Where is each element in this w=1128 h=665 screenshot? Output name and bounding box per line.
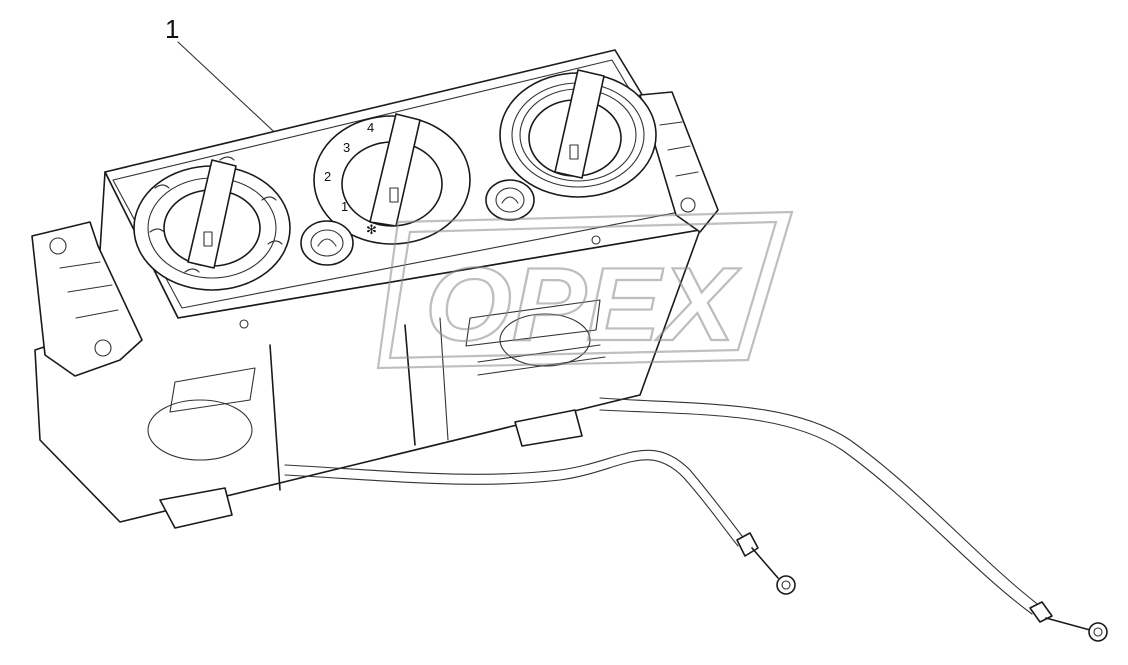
watermark-frame-inner bbox=[388, 220, 778, 360]
ac-button-inner bbox=[495, 187, 525, 213]
temp-dial-handle bbox=[554, 69, 605, 179]
fan-icon: ✻ bbox=[366, 222, 377, 237]
cable-1-ferrule bbox=[736, 532, 759, 557]
cable-2-upper bbox=[599, 397, 1041, 607]
left-flange-hole-lower bbox=[94, 339, 112, 357]
recirculation-button-inner bbox=[310, 229, 344, 257]
recirculation-button bbox=[300, 220, 354, 266]
cable-2-end-fitting bbox=[1088, 622, 1108, 642]
fan-speed-label-4: 4 bbox=[367, 120, 374, 135]
callout-1: 1 bbox=[165, 14, 286, 143]
lower-foot-left bbox=[159, 487, 233, 529]
cable-2-end-fitting-inner bbox=[1093, 627, 1103, 637]
fan-speed-label-3: 3 bbox=[343, 140, 350, 155]
mode-dial-indicator bbox=[203, 231, 213, 247]
front-divider-3 bbox=[439, 317, 449, 441]
callout-number: 1 bbox=[165, 14, 179, 44]
cable-1-lower bbox=[284, 459, 739, 547]
watermark-text: OPEX bbox=[425, 247, 741, 363]
lower-foot-right bbox=[514, 409, 583, 447]
fan-speed-label-2: 2 bbox=[324, 169, 331, 184]
cable-1-wire bbox=[751, 547, 779, 579]
recirculation-icon bbox=[317, 238, 337, 247]
cable-2-ferrule bbox=[1029, 601, 1053, 623]
housing-front-face bbox=[34, 171, 701, 523]
ac-button bbox=[485, 179, 535, 221]
front-recess-right bbox=[465, 299, 601, 347]
cable-1-end-fitting-inner bbox=[781, 580, 791, 590]
mode-dial-handle bbox=[187, 159, 237, 269]
front-divider-2 bbox=[404, 324, 416, 446]
front-divider-1 bbox=[269, 344, 281, 491]
right-flange-hole bbox=[680, 197, 696, 213]
ac-icon bbox=[501, 196, 519, 204]
fan-dial-handle bbox=[369, 113, 421, 227]
airflow-mode-icons bbox=[149, 156, 283, 273]
mode-selector-dial bbox=[133, 156, 291, 291]
fan-speed-label-1: 1 bbox=[341, 199, 348, 214]
temp-dial-indicator bbox=[569, 144, 579, 160]
watermark-frame-outer bbox=[376, 210, 794, 370]
cable-2-wire bbox=[1045, 617, 1091, 631]
underside-knob-left bbox=[147, 399, 253, 461]
left-mounting-flange bbox=[31, 221, 143, 377]
screw-right bbox=[591, 235, 601, 245]
right-flange-ribs bbox=[659, 121, 699, 177]
leader-line bbox=[177, 41, 286, 143]
cable-1-upper bbox=[284, 449, 746, 541]
flange-ribs bbox=[59, 261, 119, 319]
fan-dial-indicator bbox=[389, 187, 399, 203]
cable-1-end-fitting bbox=[776, 575, 796, 595]
temperature-dial bbox=[499, 69, 657, 198]
fan-speed-dial: 1 2 3 4 ✻ bbox=[313, 113, 471, 245]
right-mounting-flange bbox=[639, 91, 719, 233]
opex-watermark: OPEX bbox=[376, 210, 794, 370]
bowden-cables bbox=[284, 397, 1108, 642]
screw-left bbox=[239, 319, 249, 329]
cable-2-lower bbox=[599, 409, 1033, 615]
left-flange-hole bbox=[49, 237, 67, 255]
front-recess-left bbox=[169, 367, 256, 413]
push-buttons bbox=[300, 179, 535, 266]
